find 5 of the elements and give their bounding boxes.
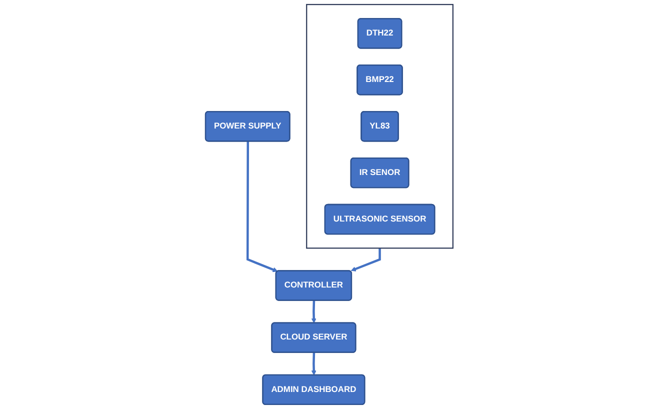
arrow [246, 141, 278, 272]
arrow [350, 248, 381, 272]
cluster [306, 4, 454, 249]
arrow [311, 300, 316, 324]
arrow [311, 352, 316, 376]
